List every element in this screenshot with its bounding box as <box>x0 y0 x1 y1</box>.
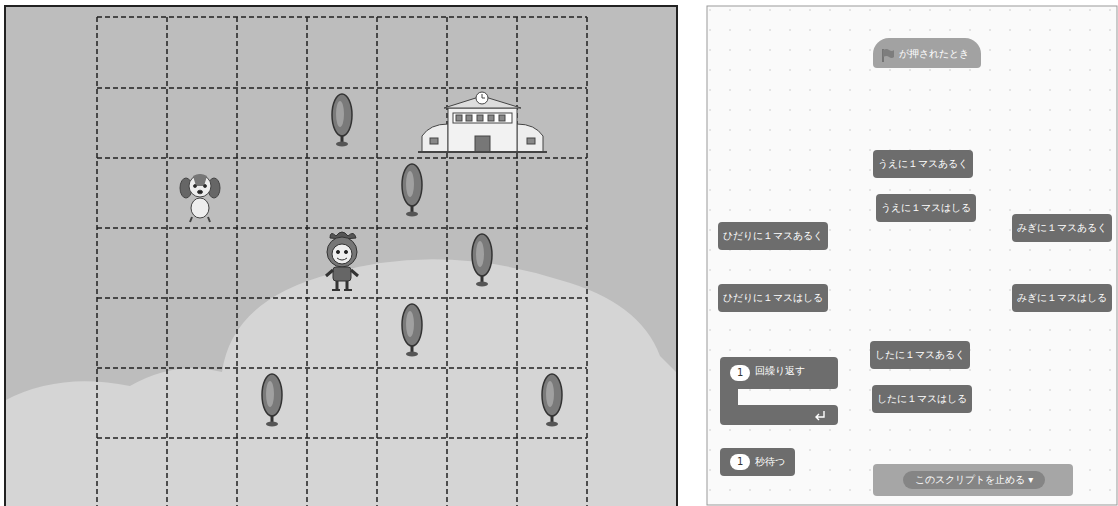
block-label: ひだりに１マスあるく <box>723 230 823 242</box>
block-label: 秒待つ <box>755 456 785 468</box>
wait-block: 1 秒待つ <box>720 448 795 476</box>
block-label: うえに１マスあるく <box>878 158 968 170</box>
block-label: みぎに１マスあるく <box>1017 222 1107 234</box>
stage <box>5 6 677 506</box>
school <box>418 92 547 152</box>
command-block: したに１マスはしる <box>872 385 972 413</box>
number-input: 1 <box>730 454 750 470</box>
command-block: ひだりに１マスあるく <box>718 222 828 250</box>
code-area <box>707 6 1117 505</box>
dog <box>180 174 220 222</box>
command-block: みぎに１マスはしる <box>1012 284 1112 312</box>
block-label: このスクリプトを止める ▾ <box>903 471 1045 489</box>
grid <box>97 17 587 506</box>
repeat-block-outline <box>720 357 838 425</box>
command-block: したに１マスあるく <box>870 341 970 369</box>
block-label: が押されたとき <box>899 48 969 60</box>
block-label: みぎに１マスはしる <box>1017 292 1107 304</box>
loop-arrow-icon <box>816 411 824 420</box>
command-block: うえに１マスはしる <box>876 194 976 222</box>
block-label: したに１マスあるく <box>875 349 965 361</box>
stop-block: このスクリプトを止める ▾ <box>873 464 1073 496</box>
number-input: 1 <box>730 365 750 381</box>
block-label: うえに１マスはしる <box>881 202 971 214</box>
player-character <box>326 232 358 290</box>
block-label: 回繰り返す <box>755 365 805 377</box>
block-label: ひだりに１マスはしる <box>723 292 823 304</box>
command-block: うえに１マスあるく <box>873 150 973 178</box>
block-label: したに１マスはしる <box>877 393 967 405</box>
green-flag-icon <box>880 47 896 63</box>
repeat-block: 1 回繰り返す <box>720 357 838 425</box>
command-block: みぎに１マスあるく <box>1012 214 1112 242</box>
command-block: ひだりに１マスはしる <box>718 284 828 312</box>
trees <box>262 94 562 427</box>
